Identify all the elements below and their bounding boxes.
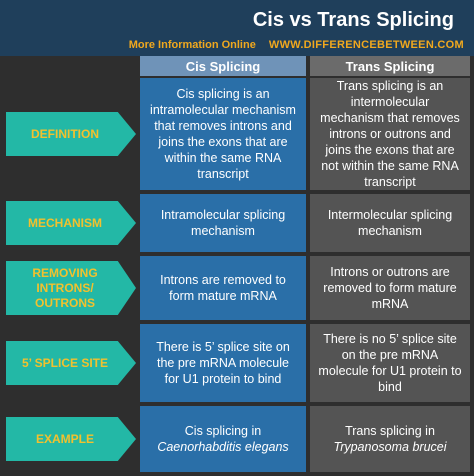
row-label-removing: REMOVING INTRONS/ OUTRONS (6, 256, 136, 320)
label-arrow: DEFINITION (6, 112, 136, 156)
source-line: More Information Online WWW.DIFFERENCEBE… (129, 38, 464, 52)
row-label-example: EXAMPLE (6, 406, 136, 472)
cell-splice-site-trans: There is no 5’ splice site on the pre mR… (310, 324, 470, 402)
cell-example-trans: Trans splicing in Trypanosoma brucei (310, 406, 470, 472)
row-label-splice-site: 5’ SPLICE SITE (6, 324, 136, 402)
cell-removing-cis: Introns are removed to form mature mRNA (140, 256, 306, 320)
website-link[interactable]: WWW.DIFFERENCEBETWEEN.COM (268, 39, 464, 51)
column-header-cis: Cis Splicing (140, 56, 306, 76)
label-arrow: EXAMPLE (6, 417, 136, 461)
page-title: Cis vs Trans Splicing (252, 9, 454, 31)
cell-definition-trans: Trans splicing is an intermolecular mech… (310, 78, 470, 190)
label-arrow: REMOVING INTRONS/ OUTRONS (6, 261, 136, 315)
cell-example-cis: Cis splicing in Caenorhabditis elegans (140, 406, 306, 472)
cell-removing-trans: Introns or outrons are removed to form m… (310, 256, 470, 320)
example-cis-text: Cis splicing in (184, 424, 262, 438)
row-label-mechanism: MECHANISM (6, 194, 136, 252)
row-label-definition: DEFINITION (6, 78, 136, 190)
cell-mechanism-trans: Intermolecular splicing mechanism (310, 194, 470, 252)
label-arrow: 5’ SPLICE SITE (6, 341, 136, 385)
cell-definition-cis: Cis splicing is an intramolecular mechan… (140, 78, 306, 190)
example-trans-text: Trans splicing in (345, 424, 435, 438)
column-header-trans: Trans Splicing (310, 56, 470, 76)
header-banner: Cis vs Trans Splicing More Information O… (0, 0, 474, 56)
label-arrow: MECHANISM (6, 201, 136, 245)
cell-splice-site-cis: There is 5’ splice site on the pre mRNA … (140, 324, 306, 402)
more-info-text: More Information Online (128, 39, 256, 51)
example-cis-organism: Caenorhabditis elegans (157, 440, 289, 454)
example-trans-organism: Trypanosoma brucei (333, 440, 447, 454)
cell-mechanism-cis: Intramolecular splicing mechanism (140, 194, 306, 252)
